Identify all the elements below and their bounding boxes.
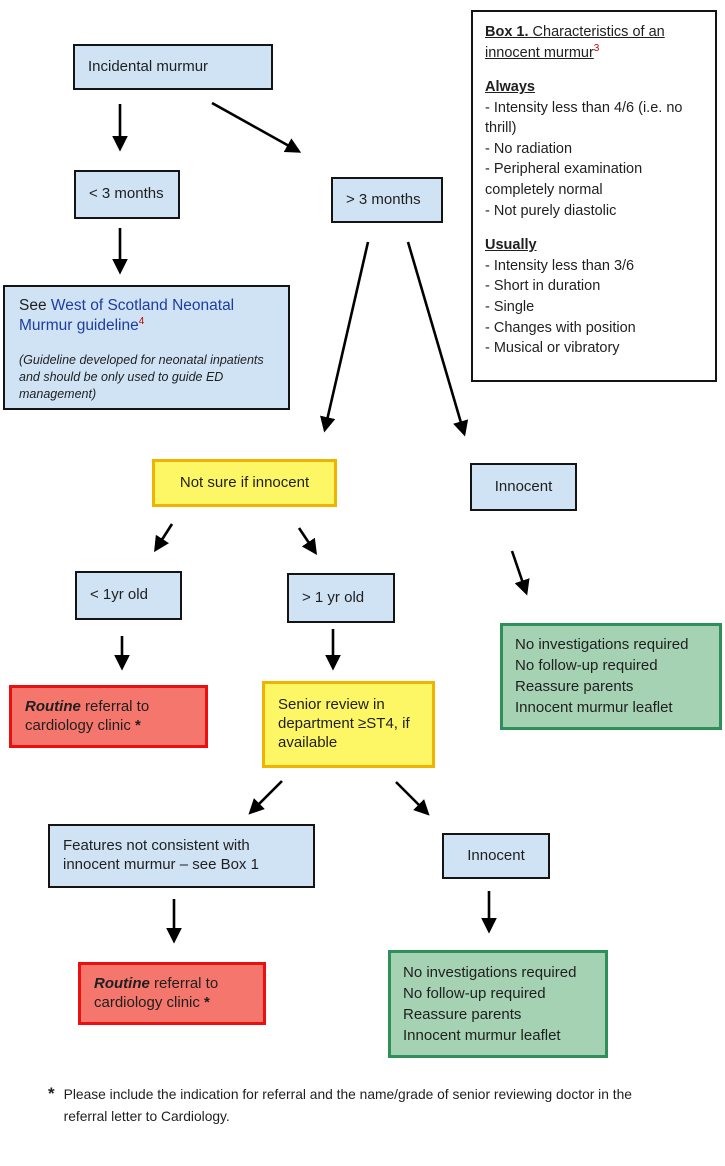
- list-item: - Peripheral examination completely norm…: [485, 161, 643, 199]
- node-label: Senior review in department ≥ST4, if ava…: [278, 696, 410, 751]
- node-over-3-months: > 3 months: [331, 177, 443, 223]
- list-item: - Short in duration: [485, 278, 601, 295]
- arrow-senior-to-innocent2: [395, 781, 430, 816]
- node-routine-referral-bottom: Routine referral to cardiology clinic *: [78, 962, 266, 1025]
- node-over-1yr-old: > 1 yr old: [287, 573, 395, 623]
- node-label: < 3 months: [89, 185, 164, 203]
- list-item: - Single: [485, 298, 535, 315]
- node-under-1yr-old: < 1yr old: [75, 571, 182, 620]
- node-label: < 1yr old: [90, 586, 148, 604]
- outcome-line: No follow-up required: [403, 985, 546, 1002]
- footnote: * Please include the indication for refe…: [48, 1084, 644, 1128]
- node-under-3-months: < 3 months: [74, 170, 180, 219]
- box1-always-list: - Intensity less than 4/6 (i.e. no thril…: [485, 98, 703, 221]
- node-label: Incidental murmur: [88, 57, 209, 75]
- node-innocent-top: Innocent: [470, 463, 577, 511]
- list-item: - Changes with position: [485, 319, 636, 336]
- node-label: Innocent: [467, 846, 525, 864]
- list-item: - Not purely diastolic: [485, 202, 617, 219]
- neonatal-guideline-link[interactable]: West of Scotland Neonatal Murmur guideli…: [19, 297, 235, 335]
- outcome-line: Innocent murmur leaflet: [515, 699, 673, 716]
- node-incidental-murmur: Incidental murmur: [73, 44, 273, 90]
- footnote-asterisk: *: [48, 1084, 55, 1103]
- list-item: - No radiation: [485, 140, 573, 157]
- box1-always-section: Always - Intensity less than 4/6 (i.e. n…: [485, 77, 703, 221]
- node-label: Innocent: [494, 477, 553, 495]
- arrow-incidental-to-over3: [211, 101, 302, 153]
- neonatal-guideline-lead: See West of Scotland Neonatal Murmur gui…: [19, 296, 269, 336]
- outcome-line: Innocent murmur leaflet: [403, 1027, 561, 1044]
- node-routine-referral-top: Routine referral to cardiology clinic *: [9, 685, 208, 748]
- routine-referral-text: Routine referral to cardiology clinic *: [25, 697, 150, 734]
- node-label: > 3 months: [346, 190, 421, 208]
- node-label: > 1 yr old: [302, 588, 365, 606]
- node-innocent-bottom: Innocent: [442, 833, 550, 879]
- list-item: - Musical or vibratory: [485, 340, 620, 357]
- outcome-line: Reassure parents: [403, 1006, 522, 1023]
- footnote-text: Please include the indication for referr…: [63, 1087, 632, 1125]
- outcome-line: No investigations required: [403, 964, 577, 981]
- arrow-notsure-to-under1yr: [154, 523, 174, 553]
- box1-panel: Box 1. Characteristics of an innocent mu…: [471, 10, 717, 382]
- box1-always-heading: Always: [485, 79, 535, 96]
- routine-referral-text: Routine referral to cardiology clinic *: [94, 974, 219, 1011]
- arrow-over3-to-notsure: [320, 241, 370, 433]
- node-neonatal-guideline: See West of Scotland Neonatal Murmur gui…: [3, 285, 290, 410]
- box1-title: Box 1. Characteristics of an innocent mu…: [485, 24, 665, 61]
- node-not-sure-if-innocent: Not sure if innocent: [152, 459, 337, 507]
- neonatal-guideline-note: (Guideline developed for neonatal inpati…: [19, 353, 264, 402]
- list-item: - Intensity less than 3/6: [485, 257, 635, 274]
- outcome-line: No follow-up required: [515, 657, 658, 674]
- reference-superscript-3: 3: [593, 42, 600, 54]
- box1-usually-section: Usually - Intensity less than 3/6 - Shor…: [485, 235, 703, 358]
- see-prefix: See: [19, 297, 51, 314]
- node-features-not-consistent: Features not consistent with innocent mu…: [48, 824, 315, 888]
- arrow-innocent-to-outcome1: [510, 550, 530, 596]
- arrow-notsure-to-over1yr: [297, 527, 318, 556]
- node-label: Features not consistent with innocent mu…: [63, 837, 259, 873]
- arrow-over3-to-innocent: [406, 241, 469, 437]
- list-item: - Intensity less than 4/6 (i.e. no thril…: [485, 99, 683, 137]
- node-outcome-no-investigations-top: No investigations required No follow-up …: [500, 623, 722, 730]
- outcome-line: No investigations required: [515, 636, 689, 653]
- node-outcome-no-investigations-bottom: No investigations required No follow-up …: [388, 950, 608, 1058]
- reference-superscript-4: 4: [138, 315, 145, 327]
- outcome-line: Reassure parents: [515, 678, 634, 695]
- box1-usually-list: - Intensity less than 3/6 - Short in dur…: [485, 256, 703, 359]
- node-senior-review: Senior review in department ≥ST4, if ava…: [262, 681, 435, 768]
- box1-usually-heading: Usually: [485, 237, 537, 254]
- arrow-senior-to-features: [248, 780, 283, 815]
- node-label: Not sure if innocent: [179, 473, 310, 491]
